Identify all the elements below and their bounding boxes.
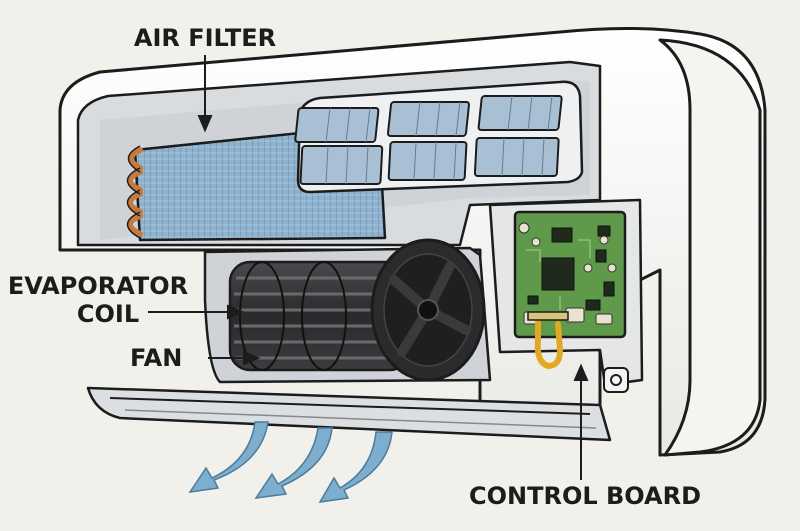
label-evaporator-line1: EVAPORATOR — [8, 272, 188, 300]
label-evaporator-line2: COIL — [77, 300, 139, 328]
indicator-port — [603, 367, 629, 393]
airflow-arrows — [188, 421, 393, 503]
air-filter-panel — [294, 80, 584, 194]
control-board-pcb — [513, 210, 627, 370]
unit-end-cap — [658, 38, 762, 457]
cross-flow-fan — [228, 238, 486, 382]
copper-tubes — [127, 147, 143, 237]
label-fan: FAN — [130, 344, 182, 372]
label-control-board: CONTROL BOARD — [469, 482, 701, 510]
label-air-filter: AIR FILTER — [134, 24, 276, 52]
